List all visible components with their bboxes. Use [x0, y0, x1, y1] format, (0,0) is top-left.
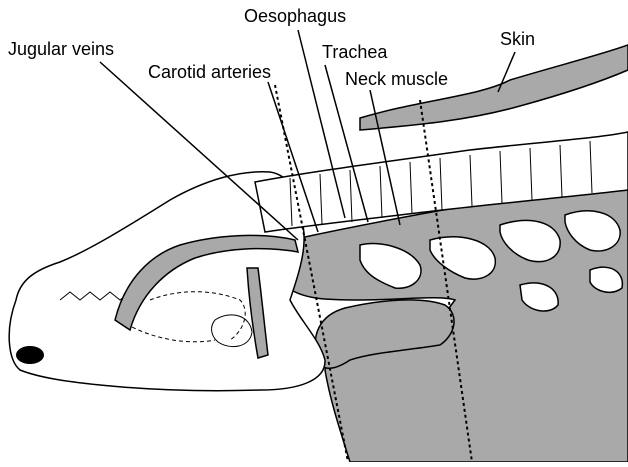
label-trachea: Trachea	[322, 42, 388, 62]
label-oesophagus: Oesophagus	[244, 6, 346, 26]
label-neck-muscle: Neck muscle	[345, 69, 448, 89]
nostril	[16, 346, 44, 364]
label-carotid-arteries: Carotid arteries	[148, 62, 271, 82]
label-skin: Skin	[500, 29, 535, 49]
label-jugular-veins: Jugular veins	[8, 39, 114, 59]
